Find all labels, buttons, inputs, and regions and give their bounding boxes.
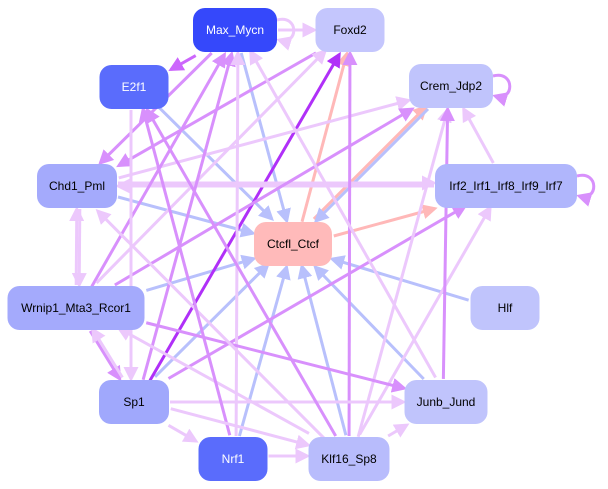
edge-Sp1-to-Irf	[167, 204, 468, 380]
node-box	[315, 8, 385, 52]
edge-Max_Mycn-to-Ctcfl_Ctcf	[239, 52, 291, 224]
node-E2f1[interactable]: E2f1	[99, 65, 169, 109]
edge-Wrnip1-to-Junb_Jund	[145, 321, 408, 393]
node-label: Chd1_Pml	[49, 179, 105, 193]
edge-Klf16_Sp8-to-Chd1_Pml	[95, 208, 326, 440]
node-box	[254, 222, 332, 266]
edge-Junb_Jund-to-Max_Mycn	[249, 48, 437, 379]
edge-Wrnip1-to-Chd1_Pml	[69, 206, 85, 286]
node-Klf16_Sp8[interactable]: Klf16_Sp8	[308, 437, 390, 481]
edge-Sp1-to-Foxd2	[148, 51, 341, 382]
node-box	[99, 380, 169, 424]
edge-Irf-to-Irf	[576, 173, 596, 207]
edge-Klf16_Sp8-to-E2f1	[145, 107, 338, 437]
node-label: Ctcfl_Ctcf	[267, 237, 320, 251]
edge-Ctcfl_Ctcf-to-Crem_Jdp2	[312, 104, 429, 220]
edge-Chd1_Pml-to-Crem_Jdp2	[118, 96, 412, 180]
node-box	[308, 437, 390, 481]
edge-Wrnip1-to-Foxd2	[95, 48, 328, 284]
edge-Nrf1-to-E2f1	[138, 106, 232, 436]
edge-Klf16_Sp8-to-Crem_Jdp2	[356, 106, 452, 438]
node-Chd1_Pml[interactable]: Chd1_Pml	[37, 164, 117, 208]
node-box	[37, 164, 117, 208]
node-Hlf[interactable]: Hlf	[470, 286, 540, 330]
edge-Klf16_Sp8-to-Junb_Jund	[387, 423, 410, 438]
node-Nrf1[interactable]: Nrf1	[198, 437, 268, 481]
node-label: Nrf1	[222, 452, 245, 466]
edge-Crem_Jdp2-to-Crem_Jdp2	[492, 73, 512, 107]
edge-Sp1-to-Nrf1	[167, 424, 199, 443]
node-Crem_Jdp2[interactable]: Crem_Jdp2	[409, 64, 493, 108]
edge-Junb_Jund-to-Crem_Jdp2	[439, 105, 455, 379]
edges-layer	[69, 17, 596, 464]
node-box	[99, 65, 169, 109]
node-Irf[interactable]: Irf2_Irf1_Irf8_Irf9_Irf7	[435, 164, 577, 208]
edge-Sp1-to-Wrnip1	[91, 326, 124, 379]
edge-Crem_Jdp2-to-Ctcfl_Ctcf	[313, 107, 430, 224]
node-label: Irf2_Irf1_Irf8_Irf9_Irf7	[449, 179, 563, 193]
node-box	[435, 164, 577, 208]
node-Junb_Jund[interactable]: Junb_Jund	[404, 380, 488, 424]
edge-Max_Mycn-to-E2f1	[168, 54, 197, 72]
node-Ctcfl_Ctcf[interactable]: Ctcfl_Ctcf	[254, 222, 332, 266]
node-Foxd2[interactable]: Foxd2	[315, 8, 385, 52]
node-label: E2f1	[122, 80, 147, 94]
node-label: Crem_Jdp2	[420, 79, 482, 93]
node-label: Hlf	[498, 301, 513, 315]
node-box	[193, 8, 277, 52]
edge-Sp1-to-Klf16_Sp8	[170, 407, 312, 450]
edge-Wrnip1-to-Crem_Jdp2	[114, 107, 415, 287]
node-box	[198, 437, 268, 481]
edge-Wrnip1-to-Sp1	[88, 330, 122, 382]
node-label: Junb_Jund	[417, 395, 476, 409]
edge-Irf-to-Crem_Jdp2	[462, 106, 495, 164]
node-box	[7, 286, 145, 330]
node-Wrnip1[interactable]: Wrnip1_Mta3_Rcor1	[7, 286, 145, 330]
edge-Chd1_Pml-to-Wrnip1	[71, 209, 87, 289]
edge-Nrf1-to-Max_Mycn	[230, 50, 246, 437]
node-label: Klf16_Sp8	[321, 452, 377, 466]
node-box	[470, 286, 540, 330]
node-label: Wrnip1_Mta3_Rcor1	[21, 301, 131, 315]
node-label: Foxd2	[333, 23, 367, 37]
edge-Klf16_Sp8-to-Foxd2	[342, 50, 358, 437]
node-box	[409, 64, 493, 108]
edge-Klf16_Sp8-to-Ctcfl_Ctcf	[297, 263, 348, 436]
edge-Ctcfl_Ctcf-to-Foxd2	[300, 50, 351, 223]
edge-Junb_Jund-to-Ctcfl_Ctcf	[313, 264, 425, 381]
node-box	[404, 380, 488, 424]
edge-Klf16_Sp8-to-Irf	[358, 204, 492, 436]
node-Max_Mycn[interactable]: Max_Mycn	[193, 8, 277, 52]
node-Sp1[interactable]: Sp1	[99, 380, 169, 424]
node-label: Max_Mycn	[206, 23, 264, 37]
node-label: Sp1	[123, 395, 145, 409]
